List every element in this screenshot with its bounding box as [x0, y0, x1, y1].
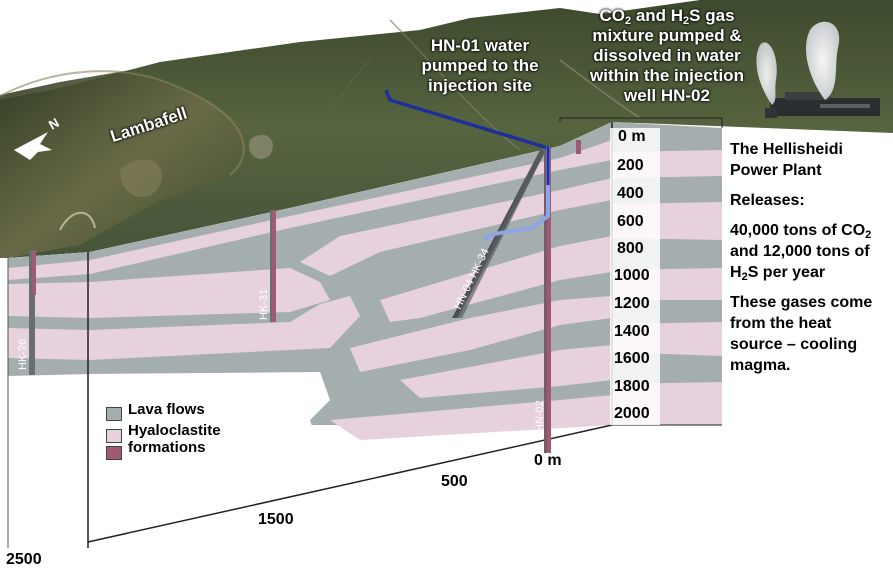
legend-swatch-lava	[106, 407, 122, 421]
distance-tick-2500: 2500	[6, 551, 42, 568]
pipe-surface	[384, 89, 549, 150]
legend-swatch-hyaloclastite	[106, 429, 122, 443]
info-amounts: 40,000 tons of CO2 and 12,000 tons of H2…	[730, 222, 872, 283]
gas-injection-annotation: CO2 and H2S gas mixture pumped & dissolv…	[590, 6, 744, 105]
depth-tick-1800: 1800	[614, 378, 650, 395]
terrain-background: N	[0, 0, 893, 258]
water-pumped-annotation: HN-01 water pumped to the injection site	[421, 36, 539, 95]
distance-tick-500: 500	[441, 473, 468, 490]
power-plant-info-box: The Hellisheidi Power Plant Releases: 40…	[722, 133, 884, 425]
well-label-hk-31: HK-31	[258, 288, 270, 320]
depth-tick-2000: 2000	[614, 405, 650, 422]
depth-tick-1600: 1600	[614, 350, 650, 367]
depth-tick-1000: 1000	[614, 267, 650, 284]
legend-swatch-well	[106, 446, 122, 460]
info-gas-source: These gases come from the heat source – …	[730, 294, 873, 374]
pipe-injection	[482, 146, 550, 242]
depth-tick-0: 0 m	[618, 128, 646, 145]
depth-tick-800: 800	[617, 240, 644, 257]
well-label-hn-02: HN-02	[534, 400, 546, 432]
distance-tick-0: 0 m	[534, 452, 562, 469]
legend-label-lava: Lava flows	[128, 401, 205, 418]
depth-tick-600: 600	[617, 213, 644, 230]
distance-tick-1500: 1500	[258, 511, 294, 528]
well-label-hk-26: HK-26	[17, 338, 29, 370]
depth-tick-1200: 1200	[614, 295, 650, 312]
water-pipeline	[384, 89, 550, 242]
info-releases: Releases:	[730, 192, 805, 209]
legend-label-hyaloclastite: Hyaloclastite	[128, 422, 221, 439]
depth-tick-1400: 1400	[614, 323, 650, 340]
info-title: The Hellisheidi Power Plant	[730, 141, 843, 179]
depth-scale-panel	[610, 128, 660, 425]
geology-block	[7, 117, 723, 548]
legend-label-formations: formations	[128, 439, 206, 456]
well-hn-02	[544, 148, 551, 453]
depth-tick-400: 400	[617, 185, 644, 202]
well-hk-26	[29, 250, 35, 375]
depth-tick-200: 200	[617, 157, 644, 174]
